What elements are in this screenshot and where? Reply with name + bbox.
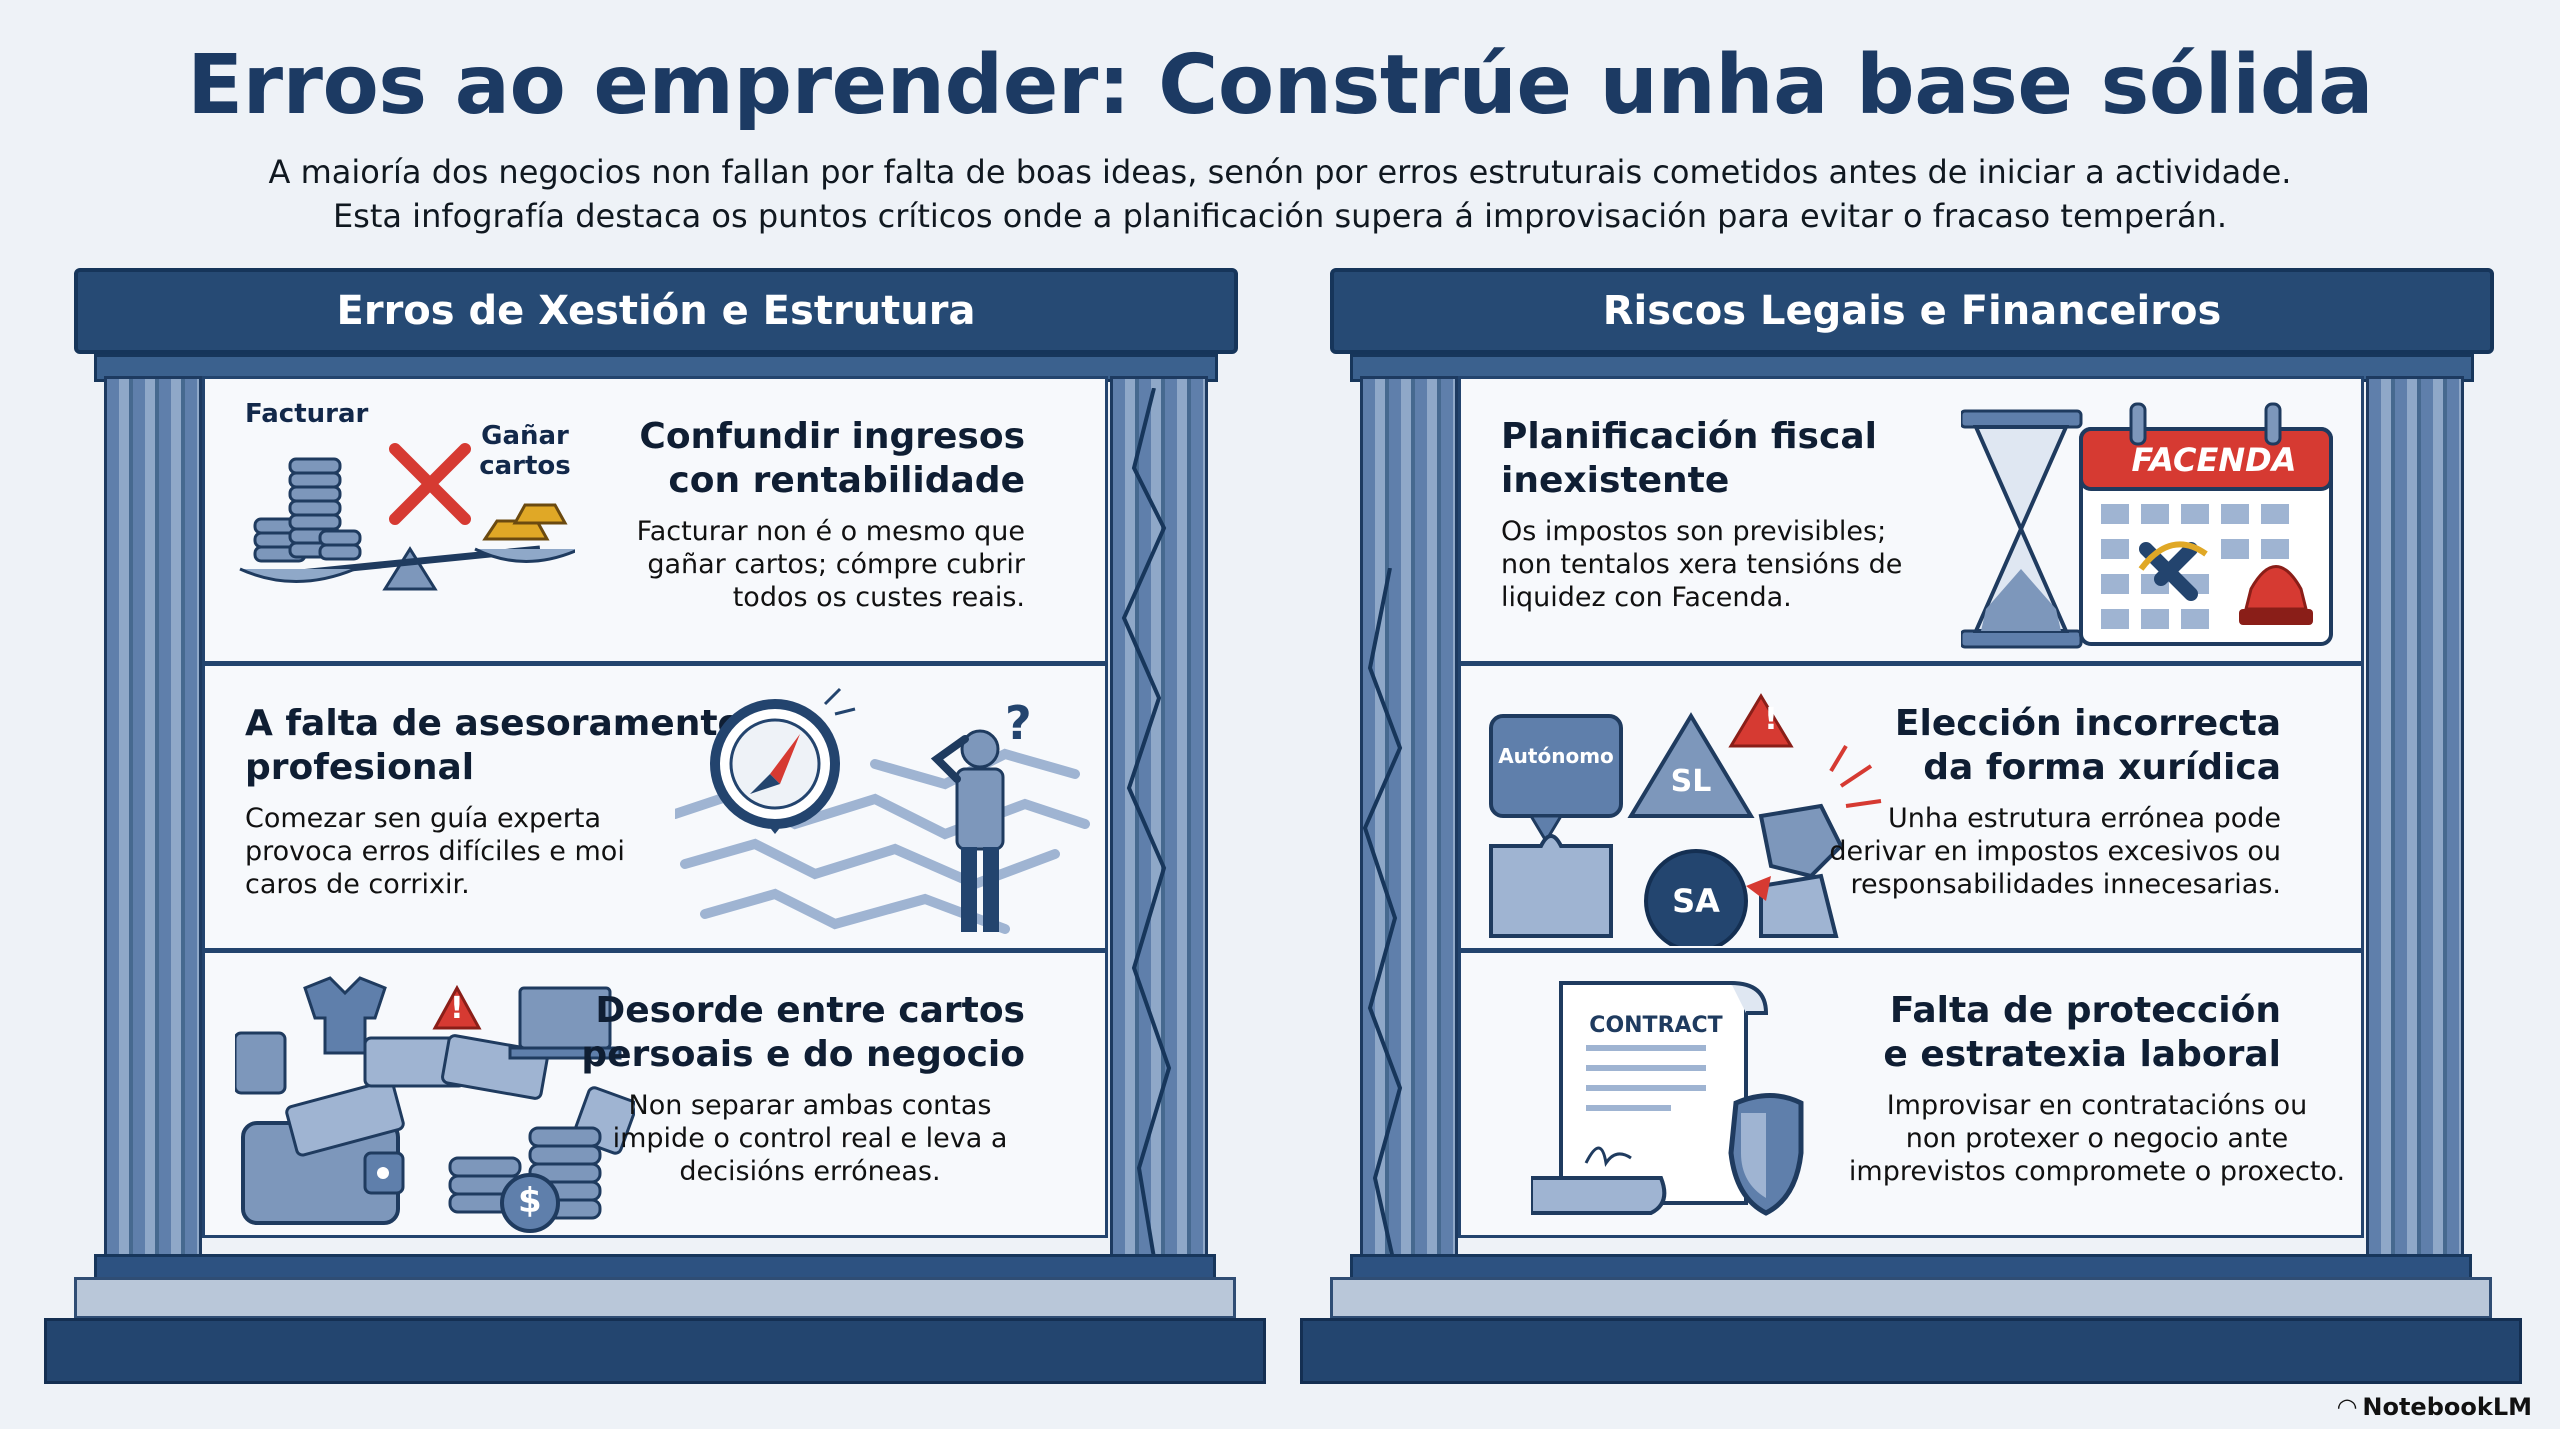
panel-title: A falta de asesoramento profesional [245, 703, 743, 788]
question-mark: ? [1005, 696, 1032, 750]
panel-title: Elección incorrecta da forma xurídica [1894, 703, 2281, 788]
crack-decoration [1362, 568, 1403, 1268]
right-temple: Riscos Legais e Financeiros Planificació… [1300, 268, 2528, 1388]
label-sa: SA [1672, 882, 1720, 920]
left-base-top [94, 1254, 1216, 1280]
page-title: Erros ao emprender: Constrúe unha base s… [187, 38, 2373, 133]
left-base-middle [74, 1277, 1236, 1319]
notebooklm-watermark: ◠ NotebookLM [2338, 1393, 2532, 1421]
page-subtitle: A maioría dos negocios non fallan por fa… [0, 150, 2560, 238]
right-header: Riscos Legais e Financeiros [1330, 268, 2494, 354]
panel-body: Non separar ambas contas impide o contro… [612, 1090, 1008, 1187]
label-earn-money: Gañar cartos [479, 421, 571, 481]
red-cross-icon [389, 443, 471, 525]
panel-title: Confundir ingresos con rentabilidade [639, 416, 1025, 501]
label-autonomo: Autónomo [1498, 744, 1614, 768]
right-base-top [1350, 1254, 2472, 1280]
left-base-bottom [44, 1318, 1266, 1384]
panel-title: Falta de protección e estratexia laboral [1883, 990, 2281, 1075]
left-column-inner [1110, 376, 1208, 1260]
subtitle-line-2: Esta infografía destaca os puntos crític… [332, 197, 2228, 235]
panel-body: Os impostos son previsibles; non tentalo… [1501, 516, 1903, 613]
wallet-money-icon [235, 976, 635, 1233]
hourglass-calendar-icon [1961, 402, 2333, 649]
left-header: Erros de Xestión e Estrutura [74, 268, 1238, 354]
watermark-text: NotebookLM [2362, 1393, 2532, 1421]
right-column-inner [1360, 376, 1458, 1260]
legal-forms-puzzle-icon [1489, 693, 1882, 946]
panel-labor-protection: CONTRACT Falta de protección e estratexi… [1458, 950, 2364, 1238]
panel-mixed-finances: ! $ Desorde entre cartos persoais e do n… [202, 950, 1108, 1238]
panel-body: Improvisar en contratacións ou non prote… [1848, 1090, 2346, 1187]
panel-body: Facturar non é o mesmo que gañar cartos;… [636, 516, 1025, 613]
compass-maze-icon [675, 687, 1090, 934]
panel-legal-form: Autónomo SL SA ! Elección incorrecta da … [1458, 663, 2364, 951]
calendar-label: FACENDA [2131, 441, 2297, 479]
crack-decoration [1121, 388, 1172, 1259]
label-invoice: Facturar [245, 399, 369, 429]
panel-title: Desorde entre cartos persoais e do negoc… [581, 990, 1025, 1075]
panel-lack-of-advice: A falta de asesoramento profesional Come… [202, 663, 1108, 951]
panel-title: Planificación fiscal inexistente [1501, 416, 1877, 501]
panel-body: Unha estrutura errónea pode derivar en i… [1829, 803, 2281, 900]
left-column-outer [104, 376, 202, 1260]
panel-income-vs-profit: Facturar Gañar cartos Confundir [202, 376, 1108, 664]
contract-label: CONTRACT [1589, 1013, 1723, 1038]
panel-tax-planning: Planificación fiscal inexistente Os impo… [1458, 376, 2364, 664]
right-base-middle [1330, 1277, 2492, 1319]
panel-body: Comezar sen guía experta provoca erros d… [245, 803, 625, 900]
right-column-outer [2366, 376, 2464, 1260]
subtitle-line-1: A maioría dos negocios non fallan por fa… [268, 153, 2292, 191]
label-sl: SL [1670, 764, 1712, 799]
contract-shield-icon [1531, 981, 1804, 1216]
warning-mark: ! [1764, 702, 1778, 737]
left-temple: Erros de Xestión e Estrutura Facturar Ga… [44, 268, 1272, 1388]
dollar-sign: $ [518, 1181, 542, 1221]
notebooklm-logo-icon: ◠ [2337, 1393, 2357, 1421]
warning-mark: ! [450, 991, 464, 1026]
right-base-bottom [1300, 1318, 2522, 1384]
balance-scale-icon [239, 457, 575, 591]
